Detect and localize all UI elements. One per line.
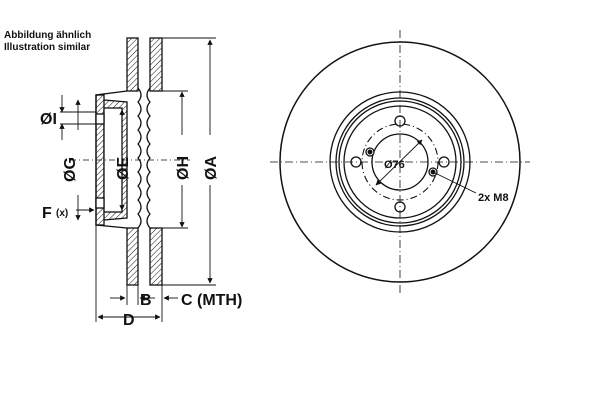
cooling-vanes bbox=[137, 87, 151, 229]
label-dia-i: ØI bbox=[40, 111, 57, 128]
label-dia-a: ØA bbox=[203, 156, 220, 180]
label-bolt-holes: 2x M8 bbox=[478, 192, 509, 204]
label-b: B bbox=[140, 292, 152, 309]
label-centre-bore: Ø76 bbox=[384, 159, 405, 171]
label-c-mth: C (MTH) bbox=[181, 292, 242, 309]
dimension-lines bbox=[59, 37, 216, 322]
illustration-note-de: Abbildung ähnlich bbox=[4, 30, 92, 41]
label-dia-h: ØH bbox=[175, 156, 192, 180]
illustration-note-en: Illustration similar bbox=[4, 42, 91, 53]
front-callouts bbox=[375, 139, 477, 194]
label-d: D bbox=[123, 312, 135, 329]
label-dia-e: ØE bbox=[115, 157, 132, 180]
label-f-sub: (x) bbox=[56, 208, 68, 219]
label-f: F bbox=[42, 205, 52, 222]
label-dia-g: ØG bbox=[62, 157, 79, 182]
front-centre-lines bbox=[270, 30, 530, 295]
